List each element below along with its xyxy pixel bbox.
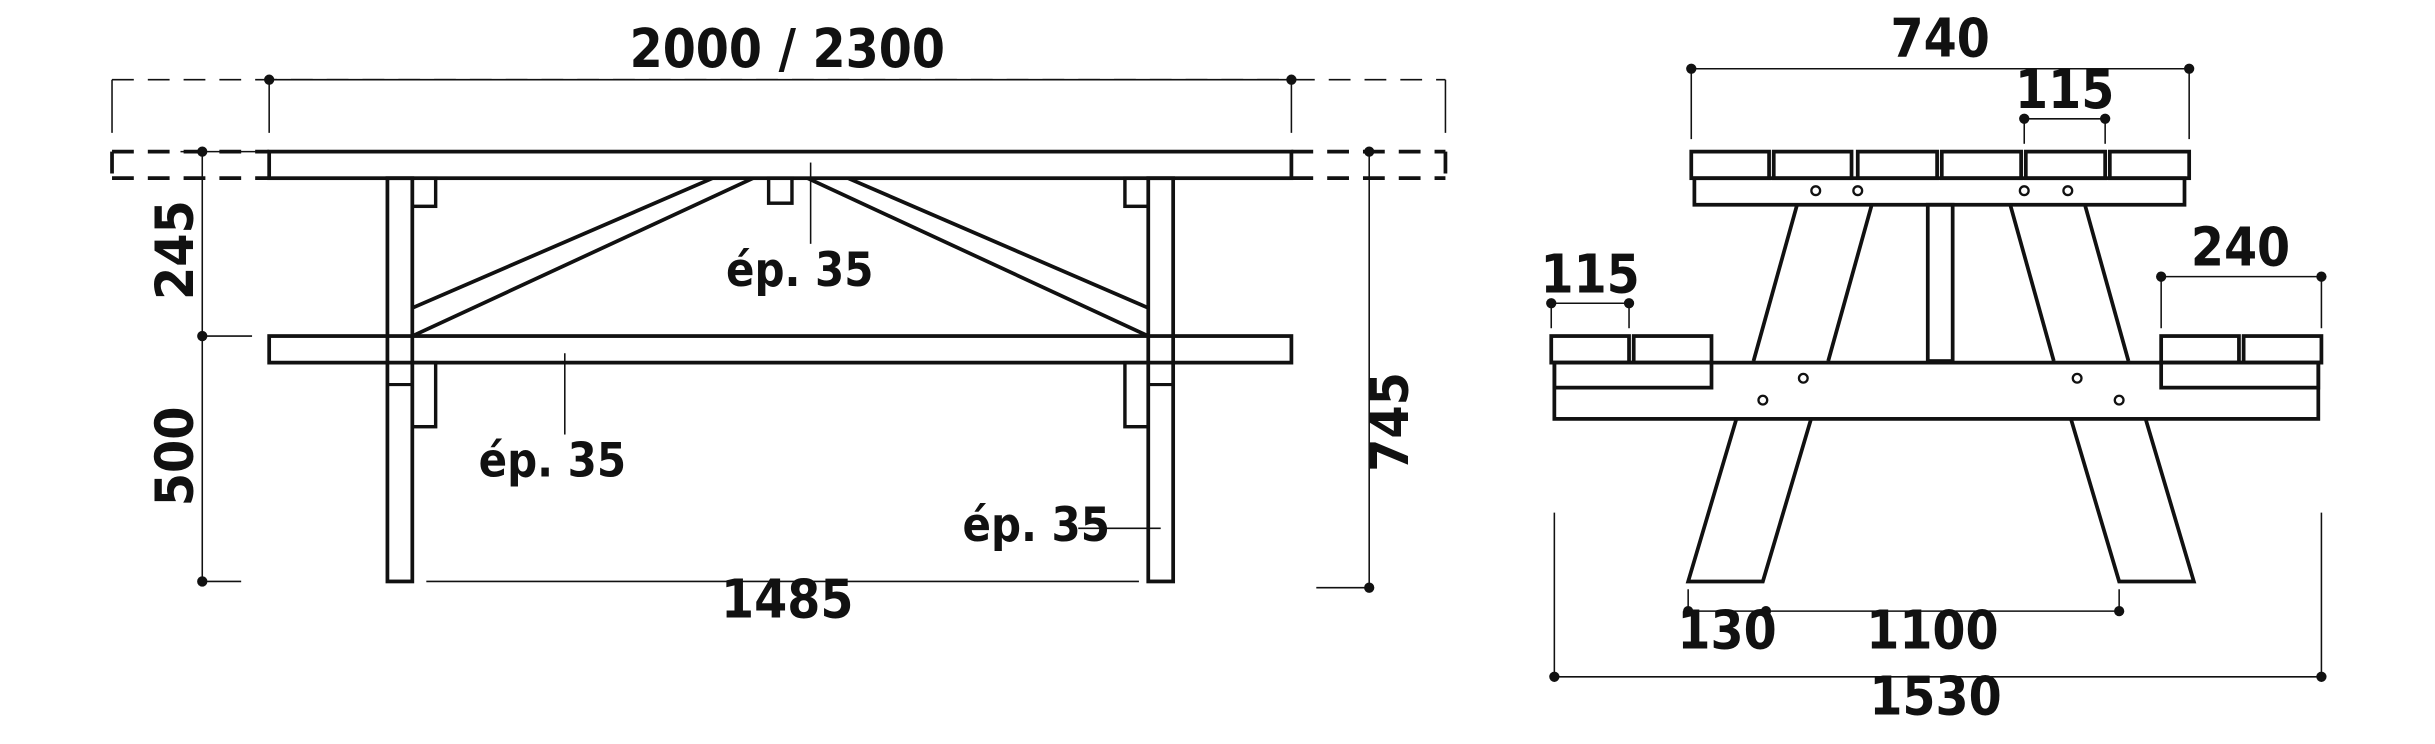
end-lower-legs <box>1685 418 2197 584</box>
end-view <box>1546 63 2327 682</box>
side-leg-right <box>1146 176 1176 584</box>
side-table-top <box>267 149 1294 181</box>
end-center-post <box>1925 202 1955 363</box>
side-seat-board <box>267 334 1294 365</box>
end-upper-legs <box>1751 204 2131 362</box>
end-top-cleat <box>1692 176 2187 207</box>
end-dimensions <box>1550 67 2323 678</box>
end-seat-width-label: 240 <box>2191 217 2290 279</box>
side-dimensions <box>111 78 1447 589</box>
side-dimension-dots <box>197 74 1375 593</box>
end-overall-width-label: 1530 <box>1869 665 2001 727</box>
side-top-extension-dashed <box>110 149 1448 181</box>
side-cleat-left <box>410 176 438 209</box>
side-total-height-label: 745 <box>1359 372 1421 472</box>
side-leg-left <box>385 176 415 584</box>
end-foot-span-label: 1100 <box>1866 600 1998 662</box>
end-seat-board-label: 115 <box>1540 243 1639 305</box>
side-leg-thickness-label: ép. 35 <box>962 499 1110 553</box>
side-seat-cleat-left <box>410 360 438 429</box>
side-top-height-label: 245 <box>144 200 206 300</box>
end-top-width-label: 740 <box>1891 7 1990 69</box>
side-seat-cleat-right <box>1123 360 1150 429</box>
side-inner-span-label: 1485 <box>721 568 853 630</box>
side-seat-thickness-label: ép. 35 <box>479 435 627 489</box>
side-braces <box>411 176 1150 338</box>
end-dimension-dots <box>1546 63 2327 682</box>
end-bolt-holes <box>1757 185 2125 406</box>
side-seat-height-label: 500 <box>144 407 206 507</box>
side-brace-thickness-label: ép. 35 <box>726 244 874 298</box>
end-top-boards <box>1689 149 2192 181</box>
side-view <box>110 74 1448 593</box>
side-length-label: 2000 / 2300 <box>630 18 945 80</box>
end-top-board-label: 115 <box>2015 59 2114 121</box>
side-cleat-right <box>1123 176 1150 209</box>
end-leg-offset-label: 130 <box>1677 600 1776 662</box>
side-cleat-center <box>766 176 794 205</box>
end-seat-beam <box>1552 360 2321 421</box>
